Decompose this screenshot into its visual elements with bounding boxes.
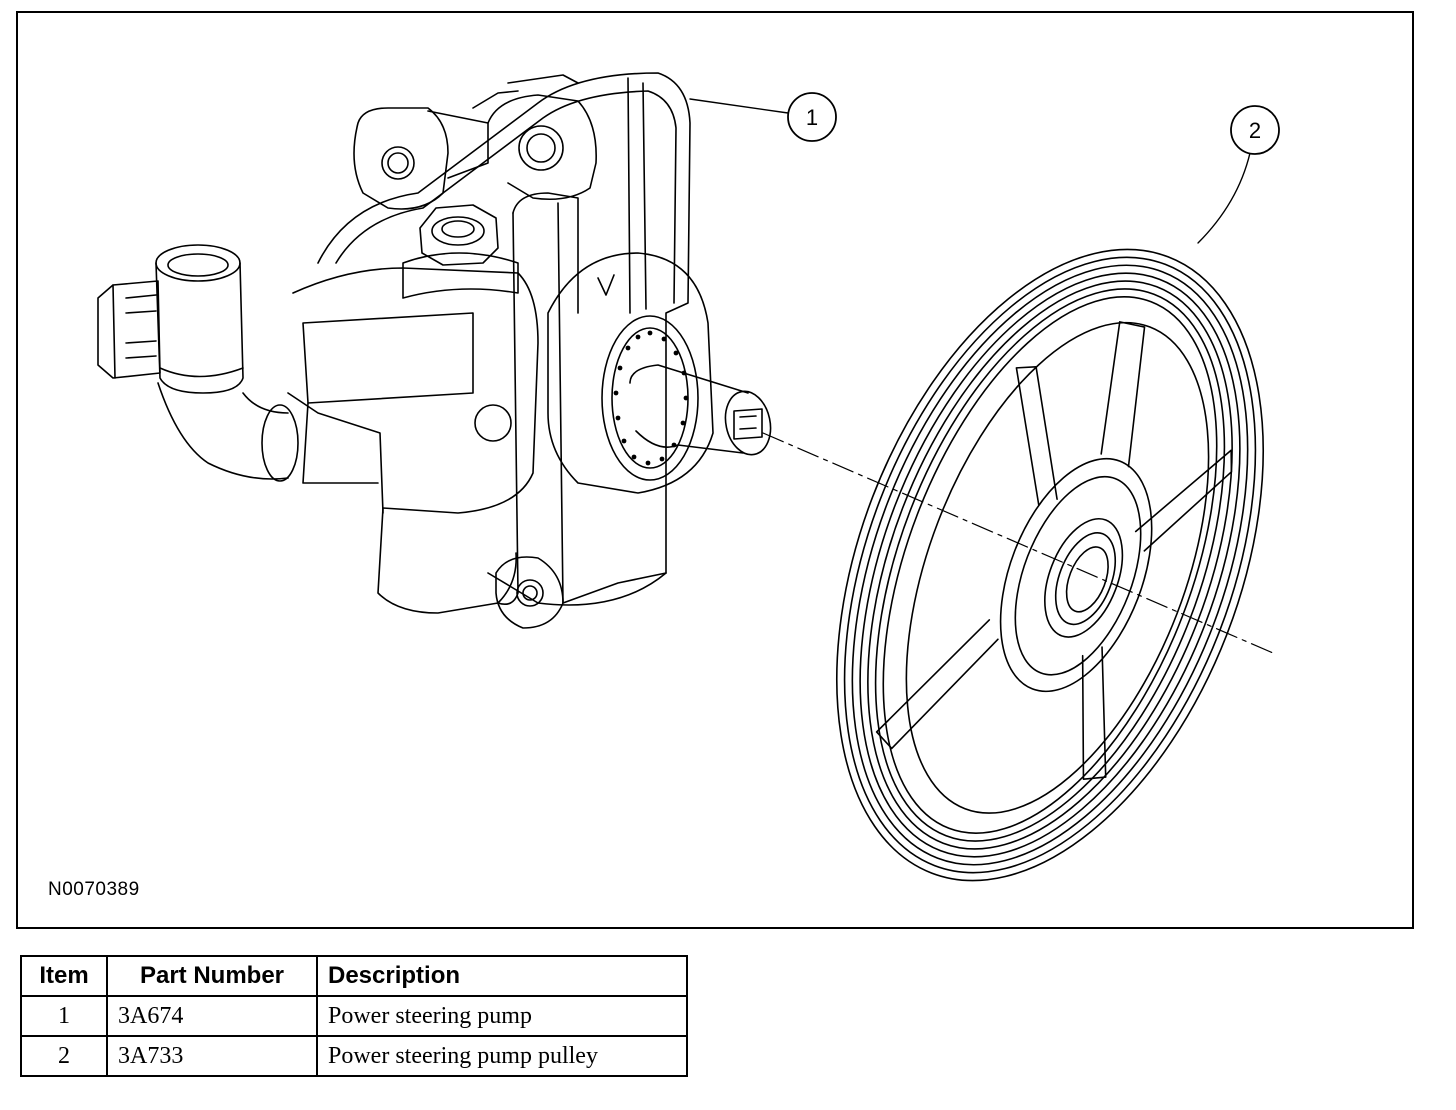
- callout-1: 1: [689, 92, 837, 142]
- header-part-number: Part Number: [106, 955, 318, 997]
- cell-description: Power steering pump: [316, 995, 688, 1037]
- callout-1-label: 1: [806, 105, 818, 130]
- callout-2-label: 2: [1249, 118, 1261, 143]
- cell-part-number: 3A674: [106, 995, 318, 1037]
- power-steering-pump-drawing: [97, 72, 772, 629]
- power-steering-pump-pulley-drawing: [836, 248, 1264, 882]
- table-header-row: Item Part Number Description: [20, 955, 688, 997]
- table-row: 1 3A674 Power steering pump: [20, 995, 688, 1037]
- figure-id: N0070389: [48, 879, 140, 900]
- cell-part-number: 3A733: [106, 1035, 318, 1077]
- cell-item: 2: [20, 1035, 108, 1077]
- exploded-view-drawing: 1 2: [97, 72, 1280, 882]
- parts-table: Item Part Number Description 1 3A674 Pow…: [20, 955, 688, 1077]
- table-row: 2 3A733 Power steering pump pulley: [20, 1035, 688, 1077]
- header-description: Description: [316, 955, 688, 997]
- callout-2: 2: [1197, 105, 1280, 244]
- header-item: Item: [20, 955, 108, 997]
- cell-description: Power steering pump pulley: [316, 1035, 688, 1077]
- cell-item: 1: [20, 995, 108, 1037]
- diagram-frame: 1 2 N0070389: [16, 11, 1414, 929]
